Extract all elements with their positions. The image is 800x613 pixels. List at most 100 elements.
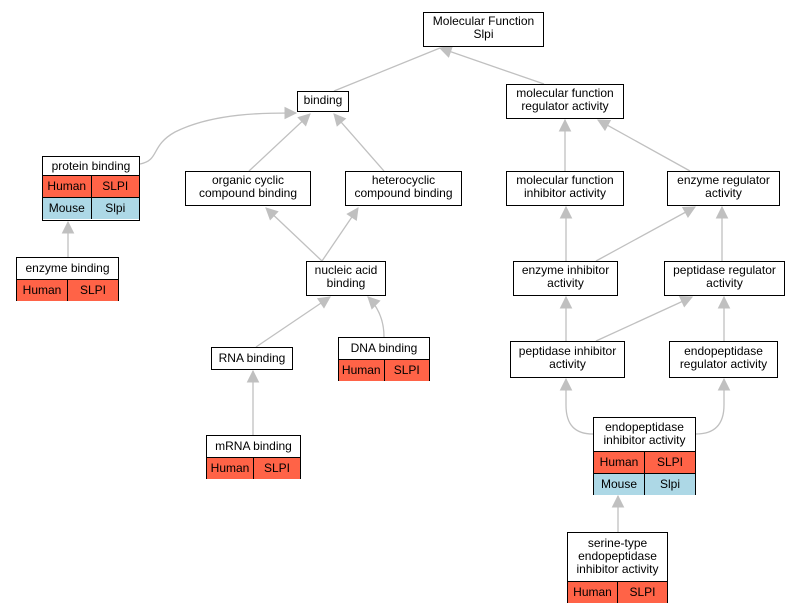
node-label-line: binding <box>326 276 366 290</box>
node-label-line: regulator activity <box>679 357 768 371</box>
node-label-line: mRNA binding <box>215 439 292 453</box>
node-label-line: endopeptidase <box>578 549 657 563</box>
arrowhead <box>681 206 696 219</box>
node-binding[interactable]: binding <box>297 91 349 112</box>
node-label-line: activity <box>549 357 586 371</box>
arrowhead <box>611 494 625 508</box>
node-label-line: enzyme binding <box>25 261 110 275</box>
arrowhead <box>284 106 298 120</box>
edge-organic-cyclic-to-binding <box>248 113 311 172</box>
node-label-line: endopeptidase <box>684 344 763 358</box>
node-label-line: regulator activity <box>521 99 609 113</box>
node-label-line: endopeptidase <box>605 420 684 434</box>
arrowhead <box>678 296 694 308</box>
node-label-line: organic cyclic <box>211 173 285 187</box>
node-label-line: DNA binding <box>350 341 418 355</box>
gene-cell: Slpi <box>644 474 695 495</box>
arrowhead <box>717 377 731 391</box>
node-label-line: molecular function <box>516 86 614 100</box>
arrowhead <box>438 45 453 58</box>
node-label-line: compound binding <box>354 186 453 200</box>
node-label-line: enzyme regulator <box>677 173 770 187</box>
edge-heterocyclic-to-binding <box>333 113 385 172</box>
gene-cell: SLPI <box>617 582 667 603</box>
node-label-line: heterocyclic <box>371 173 436 187</box>
arrowhead <box>559 295 573 309</box>
edge-enzyme-inhibitor-to-enzyme-regulator <box>595 206 696 262</box>
species-cell: Mouse <box>48 201 85 215</box>
node-label-line: serine-type <box>587 536 648 550</box>
node-label-line: binding <box>303 93 343 107</box>
edge-enzyme-regulator-to-regulator <box>597 119 691 172</box>
node-label-line: Molecular Function <box>432 14 535 28</box>
annotation-row-mouse: Mouse Slpi <box>43 197 139 219</box>
node-label-line: peptidase inhibitor <box>518 344 617 358</box>
edge-rna-to-nucleic-acid <box>255 296 331 348</box>
node-label-line: inhibitor activity <box>576 562 659 576</box>
gene-cell: SLPI <box>90 176 140 197</box>
gene-cell: SLPI <box>253 458 300 479</box>
node-label-line: molecular function <box>516 173 614 187</box>
node-label-line: RNA binding <box>218 351 286 365</box>
node-label-line: compound binding <box>198 186 298 200</box>
arrowhead <box>333 113 347 127</box>
arrowhead <box>297 113 311 127</box>
gene-cell: Slpi <box>90 198 140 219</box>
node-rna-binding[interactable]: RNA binding <box>211 347 293 370</box>
arrowhead <box>559 377 573 391</box>
species-cell: Human <box>47 179 87 193</box>
species-cell: Mouse <box>600 477 638 491</box>
node-label-line: activity <box>706 276 743 290</box>
edge-endopeptidase-inhibitor-to-peptidase-inhibitor <box>565 379 594 435</box>
arrowhead <box>559 205 573 219</box>
annotation-row-human: Human SLPI <box>568 581 667 603</box>
species-cell: Human <box>341 363 381 377</box>
node-label-line: Slpi <box>473 27 494 41</box>
node-enzyme-binding[interactable]: enzyme binding Human SLPI <box>16 257 119 301</box>
edge-nucleic-acid-to-organic-cyclic <box>265 207 323 262</box>
node-label-line: activity <box>705 186 742 200</box>
arrowhead <box>558 118 572 132</box>
edge-binding-to-molecular-function <box>333 47 441 92</box>
arrowhead <box>346 207 359 222</box>
species-cell: Human <box>22 283 62 297</box>
arrowhead <box>715 205 729 219</box>
node-label-line: activity <box>547 276 584 290</box>
gene-cell: SLPI <box>67 280 118 301</box>
node-label-line: peptidase regulator <box>673 263 776 277</box>
gene-cell: SLPI <box>644 452 695 473</box>
gene-cell: SLPI <box>383 360 430 381</box>
node-label-line: protein binding <box>51 159 131 173</box>
node-label-line: inhibitor activity <box>603 433 686 447</box>
arrowhead <box>265 207 279 221</box>
edge-peptidase-inhibitor-to-peptidase-regulator <box>595 296 693 342</box>
species-cell: Human <box>599 455 639 469</box>
arrowhead <box>61 220 75 234</box>
arrowhead <box>316 296 331 309</box>
edge-regulator-to-molecular-function <box>439 47 545 85</box>
species-cell: Human <box>573 585 612 599</box>
edge-endopeptidase-inhibitor-to-endopeptidase-regulator <box>695 379 725 435</box>
edge-protein-binding-to-binding <box>139 112 297 165</box>
node-label-line: nucleic acid <box>314 263 378 277</box>
